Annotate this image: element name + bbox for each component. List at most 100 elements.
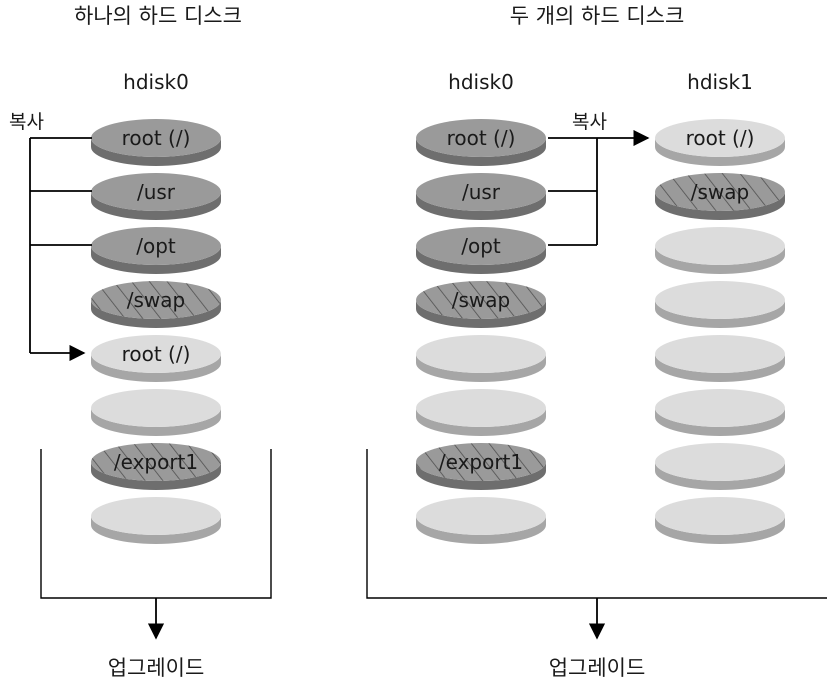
slice-top — [416, 335, 546, 373]
disk-slice-empty — [416, 497, 546, 544]
slice-side — [416, 138, 546, 166]
slice-top — [416, 173, 546, 211]
disk-slice-usr: /usr — [91, 173, 221, 220]
slice-top — [416, 227, 546, 265]
scenario-2-title: 두 개의 하드 디스크 — [510, 4, 685, 28]
disk-slice-empty — [655, 281, 785, 328]
slice-side — [91, 192, 221, 220]
copy-connector-s2 — [548, 129, 650, 246]
slice-top — [655, 497, 785, 535]
slice-top — [91, 119, 221, 157]
slice-label: root (/) — [122, 342, 191, 366]
disk-slice-root: root (/) — [91, 335, 221, 382]
slice-top — [655, 443, 785, 481]
slice-top — [416, 119, 546, 157]
slice-label: root (/) — [686, 126, 755, 150]
copy-label-s1: 복사 — [9, 111, 44, 133]
slice-side — [655, 192, 785, 220]
disk-slice-swap: /swap — [655, 173, 785, 220]
slice-top — [655, 281, 785, 319]
slice-top — [416, 281, 546, 319]
slice-side — [655, 354, 785, 382]
disk-slice-empty — [416, 335, 546, 382]
slice-side — [91, 246, 221, 274]
disk-slice-usr: /usr — [416, 173, 546, 220]
slice-side — [416, 462, 546, 490]
disk-slice-empty — [655, 443, 785, 490]
slice-top — [655, 227, 785, 265]
slice-top — [91, 389, 221, 427]
slice-label: root (/) — [447, 126, 516, 150]
slice-top — [91, 227, 221, 265]
disk-slice-empty — [91, 497, 221, 544]
slice-top — [91, 281, 221, 319]
upgrade-bracket-s1 — [40, 449, 272, 640]
slice-side — [91, 408, 221, 436]
disk-slice-empty — [655, 227, 785, 274]
slice-side — [655, 462, 785, 490]
slice-top — [91, 335, 221, 373]
slice-side — [91, 138, 221, 166]
slice-top — [91, 443, 221, 481]
slice-label: /swap — [127, 288, 185, 312]
slice-side — [655, 516, 785, 544]
upgrade-label-s1: 업그레이드 — [108, 656, 205, 680]
copy-connector-s1 — [29, 137, 92, 362]
slice-top — [655, 119, 785, 157]
slice-side — [416, 516, 546, 544]
slice-top — [91, 173, 221, 211]
disk-slice-opt: /opt — [416, 227, 546, 274]
upgrade-label-s2: 업그레이드 — [549, 656, 646, 680]
disk-slice-swap: /swap — [91, 281, 221, 328]
disk-slice-empty — [655, 335, 785, 382]
slice-label: /export1 — [439, 450, 523, 474]
slice-side — [655, 300, 785, 328]
copy-label-s2: 복사 — [572, 111, 607, 133]
slice-top — [655, 335, 785, 373]
slice-side — [655, 138, 785, 166]
slice-side — [91, 354, 221, 382]
slice-side — [91, 516, 221, 544]
slice-side — [416, 408, 546, 436]
slice-side — [416, 246, 546, 274]
slice-top — [655, 389, 785, 427]
slice-label: /swap — [691, 180, 749, 204]
slice-label: /swap — [452, 288, 510, 312]
upgrade-bracket-s2 — [366, 449, 827, 640]
slice-top — [655, 173, 785, 211]
disk-stack-s1-hdisk0: root (/) /usr/opt/swap root (/) /export1 — [91, 119, 221, 544]
disk-slice-root: root (/) — [91, 119, 221, 166]
disk-slice-empty — [91, 389, 221, 436]
slice-top — [416, 389, 546, 427]
disk-slice-root: root (/) — [655, 119, 785, 166]
disk-title-s2-hdisk0: hdisk0 — [448, 70, 514, 94]
disk-slice-empty — [655, 497, 785, 544]
scenario-1-title: 하나의 하드 디스크 — [74, 4, 242, 28]
slice-side — [416, 354, 546, 382]
disk-slice-root: root (/) — [416, 119, 546, 166]
slice-label: /usr — [137, 180, 176, 204]
disk-slice-empty — [655, 389, 785, 436]
disk-stack-s2-hdisk1: root (/) /swap — [655, 119, 785, 544]
slice-side — [416, 300, 546, 328]
slice-top — [91, 497, 221, 535]
slice-top — [416, 497, 546, 535]
slice-side — [91, 300, 221, 328]
disk-slice-export1: /export1 — [91, 443, 221, 490]
disk-stack-s2-hdisk0: root (/) /usr/opt/swap/export1 — [416, 119, 546, 544]
disk-title-s1-hdisk0: hdisk0 — [123, 70, 189, 94]
slice-label: /opt — [136, 234, 176, 258]
slice-label: /export1 — [114, 450, 198, 474]
slice-top — [416, 443, 546, 481]
slice-label: /usr — [462, 180, 501, 204]
slice-side — [416, 192, 546, 220]
slice-label: root (/) — [122, 126, 191, 150]
disk-slice-swap: /swap — [416, 281, 546, 328]
slice-side — [655, 246, 785, 274]
slice-side — [655, 408, 785, 436]
slice-label: /opt — [461, 234, 501, 258]
disk-title-s2-hdisk1: hdisk1 — [687, 70, 753, 94]
disk-slice-opt: /opt — [91, 227, 221, 274]
disk-slice-empty — [416, 389, 546, 436]
